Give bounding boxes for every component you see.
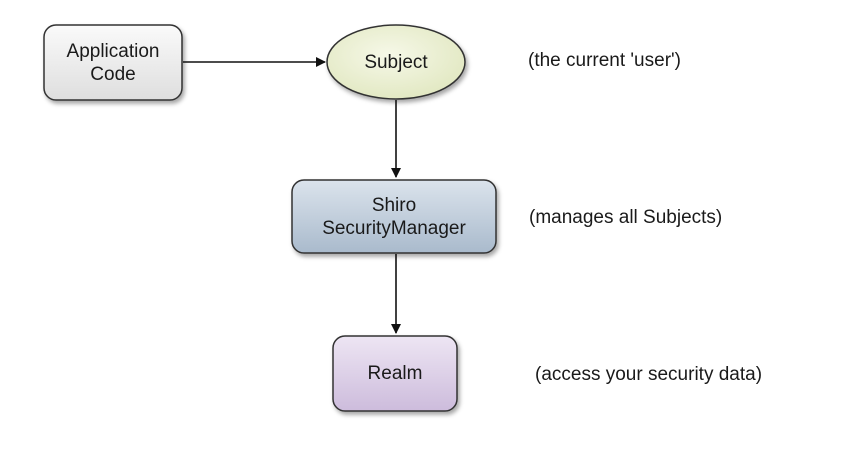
realm-annotation: (access your security data) <box>535 364 763 385</box>
subject-label: Subject <box>327 25 465 99</box>
subject-annotation: (the current 'user') <box>528 50 681 71</box>
security-manager-label-line2: SecurityManager <box>322 217 466 239</box>
subject-label-text: Subject <box>364 51 428 73</box>
security-manager-label-line1: Shiro <box>371 194 417 216</box>
security-manager-box <box>291 179 497 254</box>
realm-label: Realm <box>333 336 457 411</box>
realm-box <box>332 335 458 412</box>
security-manager-label: Shiro SecurityManager <box>292 180 496 253</box>
subject-ellipse <box>326 24 466 100</box>
application-code-label-line1: Application <box>66 40 160 62</box>
realm-label-text: Realm <box>367 363 423 384</box>
application-code-label: Application Code <box>44 25 182 100</box>
security-manager-annotation: (manages all Subjects) <box>529 207 723 228</box>
application-code-box <box>43 24 183 101</box>
application-code-label-line2: Code <box>90 63 136 85</box>
